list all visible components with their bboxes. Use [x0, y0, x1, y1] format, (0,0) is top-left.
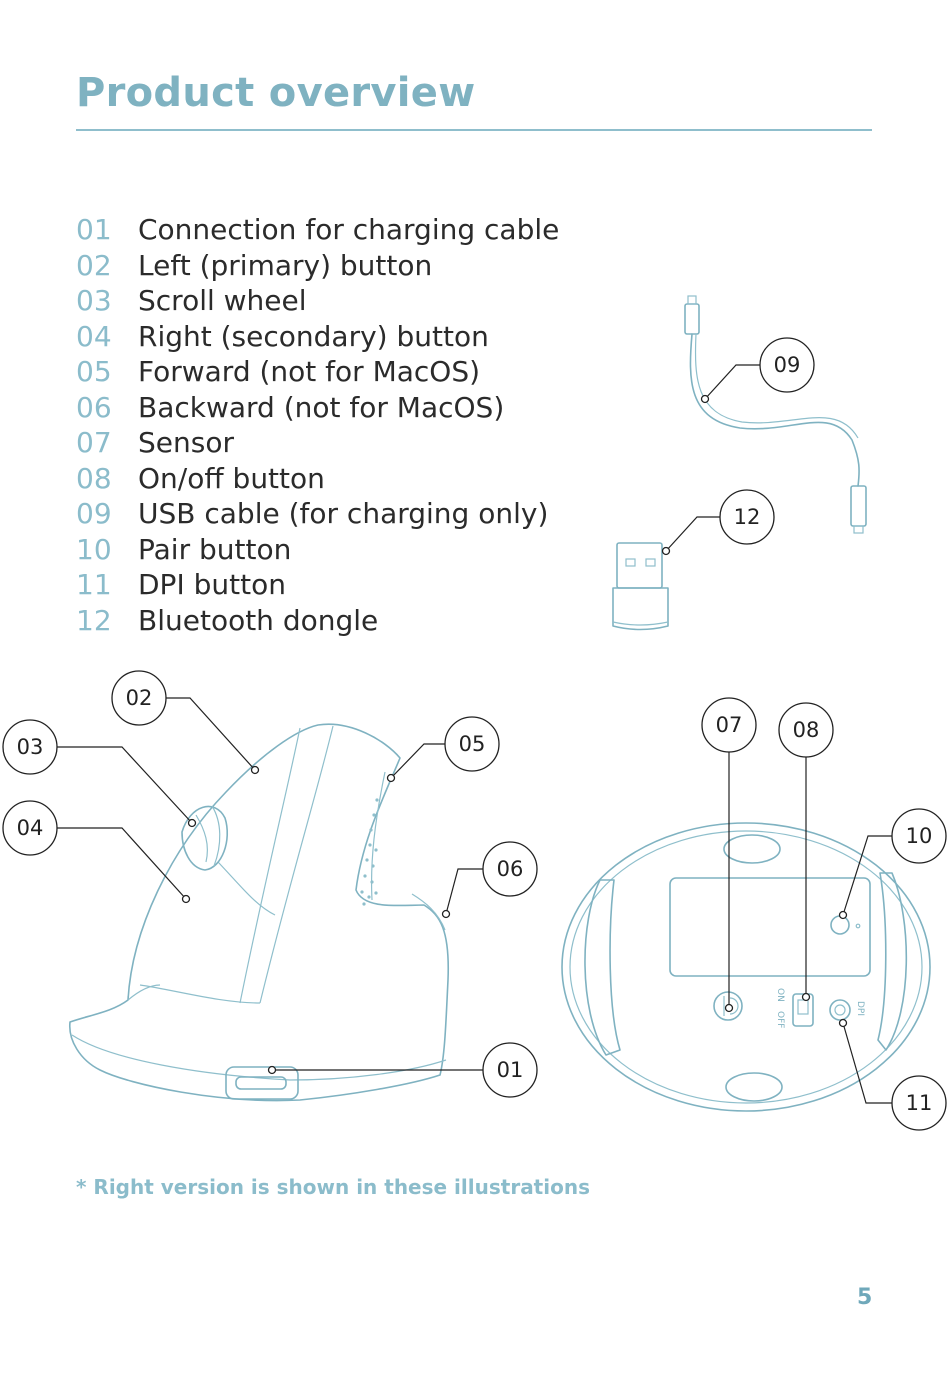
- list-item: 01 Connection for charging cable: [76, 212, 559, 248]
- callout-08: 08: [778, 702, 834, 1002]
- part-label: Scroll wheel: [138, 284, 307, 317]
- part-label: Forward (not for MacOS): [138, 355, 481, 388]
- list-item: 11 DPI button: [76, 567, 559, 603]
- part-number: 01: [76, 213, 112, 246]
- part-number: 11: [76, 568, 112, 601]
- callout-label: 05: [459, 732, 486, 756]
- part-number: 05: [76, 355, 112, 388]
- mouse-side-view-illustration: [69, 723, 450, 1102]
- part-label: Connection for charging cable: [138, 213, 560, 246]
- list-item: 09 USB cable (for charging only): [76, 496, 559, 532]
- list-item: 03 Scroll wheel: [76, 283, 559, 319]
- callout-01: 01: [267, 1042, 538, 1098]
- list-item: 02 Left (primary) button: [76, 248, 559, 284]
- callout-label: 12: [734, 505, 761, 529]
- part-number: 02: [76, 248, 112, 282]
- callout-label: 03: [17, 735, 44, 759]
- on-label: ON: [775, 988, 785, 1002]
- part-label: Sensor: [138, 426, 234, 459]
- usb-cable-illustration: [684, 295, 867, 534]
- callout-10: 10: [838, 808, 947, 920]
- part-number: 08: [76, 461, 112, 495]
- illustration-note: * Right version is shown in these illust…: [76, 1175, 590, 1199]
- callout-label: 06: [497, 857, 524, 881]
- callout-02: 02: [111, 670, 260, 775]
- off-label: OFF: [775, 1011, 785, 1028]
- callout-label: 07: [716, 713, 743, 737]
- callout-09: 09: [700, 337, 815, 404]
- part-label: Right (secondary) button: [138, 319, 489, 353]
- callout-label: 10: [906, 824, 933, 848]
- part-number: 12: [76, 603, 112, 637]
- list-item: 07 Sensor: [76, 425, 559, 461]
- page-title: Product overview: [76, 70, 476, 116]
- callout-05: 05: [386, 716, 500, 783]
- part-label: On/off button: [138, 461, 325, 495]
- list-item: 05 Forward (not for MacOS): [76, 354, 559, 390]
- list-item: 10 Pair button: [76, 532, 559, 568]
- part-label: Pair button: [138, 532, 292, 566]
- callout-label: 09: [774, 353, 801, 377]
- callout-label: 04: [17, 816, 44, 840]
- page-number: 5: [857, 1285, 873, 1310]
- callout-12: 12: [661, 489, 775, 556]
- callout-04: 04: [2, 800, 191, 904]
- part-number: 07: [76, 426, 112, 459]
- list-item: 12 Bluetooth dongle: [76, 603, 559, 639]
- part-label: Backward (not for MacOS): [138, 390, 505, 424]
- callout-label: 02: [126, 686, 153, 710]
- mouse-bottom-view-illustration: ON OFF DPI: [561, 822, 931, 1112]
- callout-07: 07: [701, 697, 757, 1013]
- parts-list: 01 Connection for charging cable 02 Left (…: [76, 212, 559, 638]
- callout-label: 08: [793, 718, 820, 742]
- bluetooth-dongle-illustration: [612, 542, 669, 631]
- part-number: 10: [76, 532, 112, 566]
- callout-11: 11: [838, 1018, 947, 1131]
- part-number: 03: [76, 284, 112, 317]
- part-label: DPI button: [138, 568, 286, 601]
- list-item: 08 On/off button: [76, 461, 559, 497]
- part-label: Bluetooth dongle: [138, 603, 379, 637]
- part-number: 04: [76, 319, 112, 353]
- callout-06: 06: [441, 841, 538, 919]
- part-number: 06: [76, 390, 112, 424]
- callout-03: 03: [2, 719, 197, 828]
- callout-label: 11: [906, 1091, 933, 1115]
- list-item: 06 Backward (not for MacOS): [76, 390, 559, 426]
- dpi-label: DPI: [855, 1001, 865, 1016]
- title-divider: [76, 129, 872, 131]
- part-label: Left (primary) button: [138, 248, 433, 282]
- part-label: USB cable (for charging only): [138, 497, 549, 530]
- callout-label: 01: [497, 1058, 524, 1082]
- list-item: 04 Right (secondary) button: [76, 319, 559, 355]
- part-number: 09: [76, 497, 112, 530]
